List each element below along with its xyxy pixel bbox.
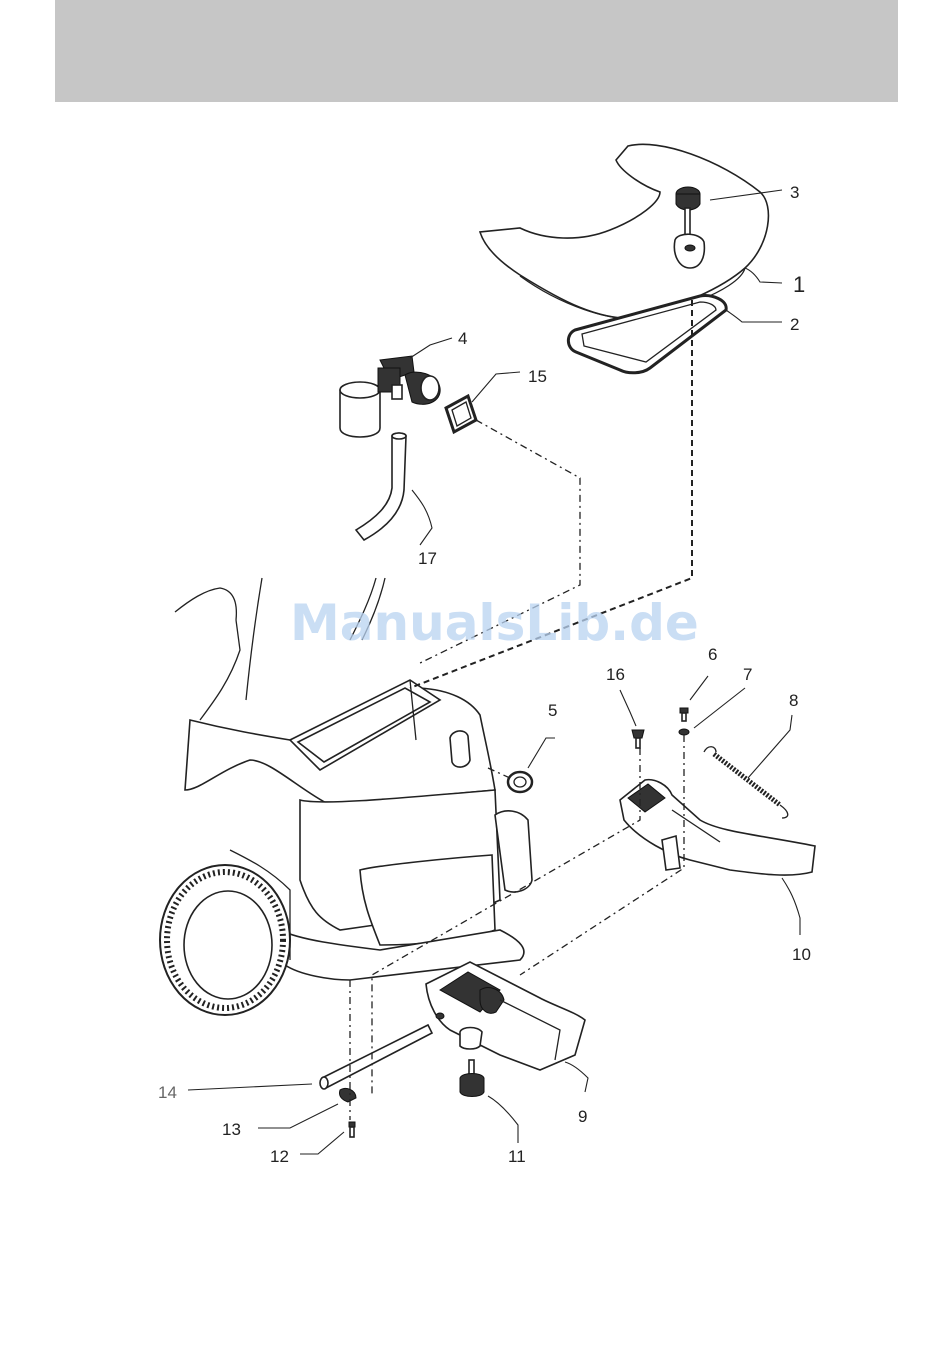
part-1-lid — [480, 144, 768, 318]
callout-7: 7 — [743, 665, 752, 684]
machine-wheel — [160, 865, 290, 1015]
part-8-spring — [704, 747, 788, 818]
part-14-rod — [320, 1025, 432, 1089]
callout-6: 6 — [708, 645, 717, 664]
part-9-base — [426, 962, 585, 1070]
callout-5: 5 — [548, 701, 557, 720]
part-6-screw — [680, 708, 688, 721]
part-15-seal — [446, 396, 476, 432]
callout-12: 12 — [270, 1147, 289, 1166]
watermark: ManualsLib.de — [290, 594, 699, 652]
part-10-bracket — [620, 780, 815, 875]
part-17-hose — [356, 433, 406, 540]
callout-4: 4 — [458, 329, 467, 348]
part-4-valve — [340, 356, 440, 437]
part-7-washer — [679, 729, 689, 735]
callout-17: 17 — [418, 549, 437, 568]
callout-9: 9 — [578, 1107, 587, 1126]
part-13-clip — [339, 1088, 356, 1102]
part-16-pin — [632, 730, 644, 748]
callout-14: 14 — [158, 1083, 177, 1102]
callout-3: 3 — [790, 183, 799, 202]
callout-15: 15 — [528, 367, 547, 386]
part-11-adjuster — [460, 1060, 484, 1097]
callout-11: 11 — [508, 1147, 526, 1166]
callout-1: 1 — [793, 272, 805, 297]
callout-2: 2 — [790, 315, 799, 334]
callout-8: 8 — [789, 691, 798, 710]
part-12-screw — [349, 1122, 355, 1137]
callout-13: 13 — [222, 1120, 241, 1139]
callout-16: 16 — [606, 665, 625, 684]
callout-10: 10 — [792, 945, 811, 964]
part-5-grommet — [508, 772, 532, 792]
